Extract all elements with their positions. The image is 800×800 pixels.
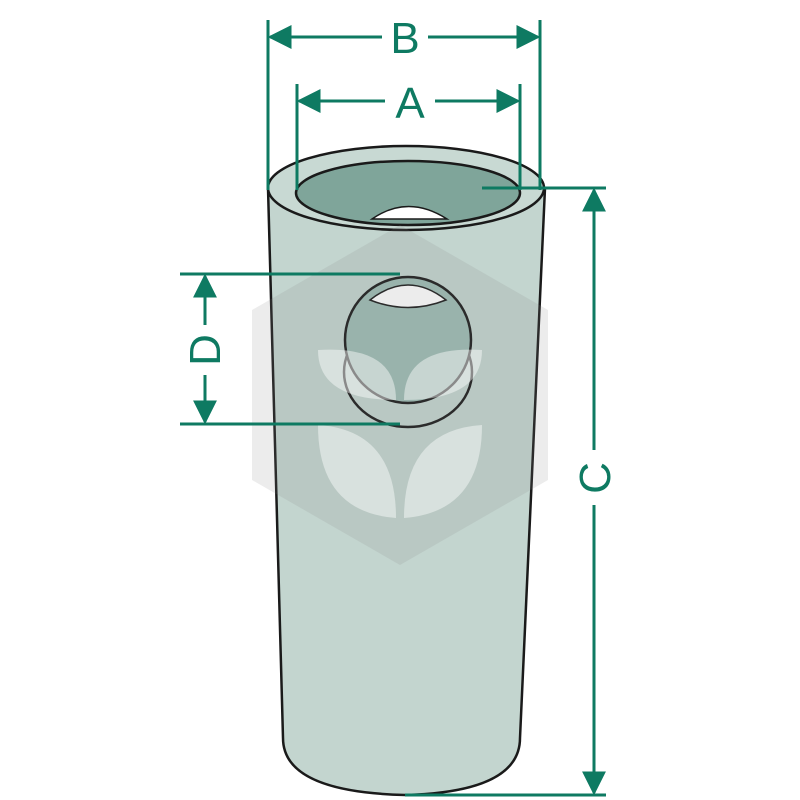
leaf-logo-icon xyxy=(252,225,548,565)
cross-hole-glint xyxy=(368,284,448,309)
watermark-leaf-lower-left xyxy=(318,425,396,518)
bushing-body xyxy=(266,144,547,797)
dimension-d: D xyxy=(180,272,400,426)
dimension-a-label: A xyxy=(395,79,425,128)
dimension-b: B xyxy=(266,14,542,190)
cross-hole-outer-edge xyxy=(343,275,473,405)
dimension-c: C xyxy=(405,186,620,797)
dimension-c-label: C xyxy=(571,462,620,494)
dimension-a: A xyxy=(295,79,522,190)
watermark-leaf-upper-right xyxy=(404,349,482,400)
dimension-b-label: B xyxy=(390,14,419,63)
watermark-leaf-lower-right xyxy=(404,425,482,518)
bore-back-hole xyxy=(369,205,450,220)
watermark-leaf-upper-left xyxy=(318,349,396,400)
bushing-bore xyxy=(294,159,522,227)
cross-hole xyxy=(342,275,474,429)
watermark-hexagon xyxy=(252,225,548,565)
dimension-d-label: D xyxy=(181,334,230,366)
